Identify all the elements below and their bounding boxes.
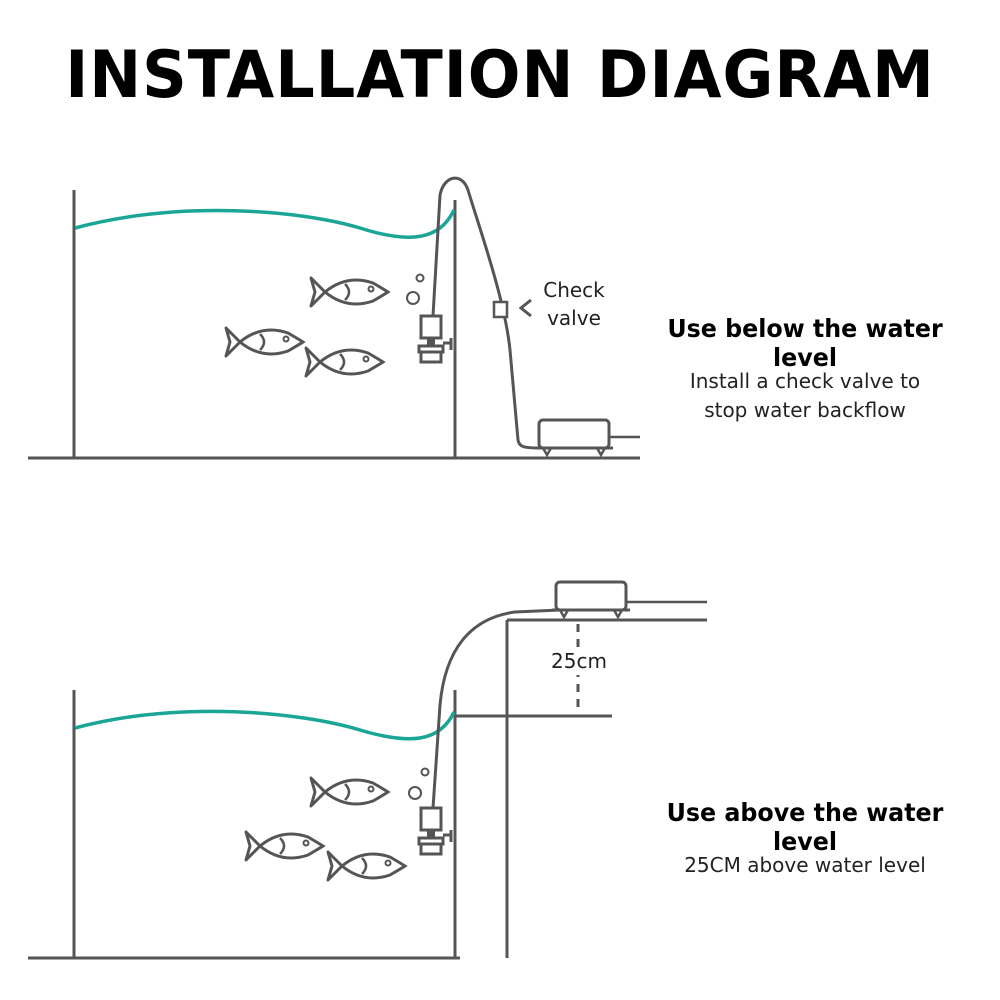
bubble-icon <box>415 273 425 283</box>
fish-icon <box>304 346 385 378</box>
fish-icon <box>326 850 407 882</box>
bottom-panel-drawing <box>28 580 707 960</box>
below-water-caption: Install a check valve to stop water back… <box>689 369 921 422</box>
fish-icon <box>309 776 390 808</box>
pump-icon <box>417 314 453 364</box>
above-water-heading: Use above the water level <box>666 798 944 856</box>
pump-icon <box>417 806 453 856</box>
below-water-heading: Use below the water level <box>667 314 943 372</box>
above-water-caption: 25CM above water level <box>684 853 926 877</box>
water-hose <box>431 608 561 809</box>
page-title: INSTALLATION DIAGRAM <box>65 36 935 113</box>
top-panel-drawing <box>28 176 640 460</box>
water-hose <box>431 176 541 450</box>
bubble-icon <box>408 786 422 800</box>
fish-icon <box>244 830 325 862</box>
feeder-device-icon <box>533 418 615 457</box>
height-label: 25cm <box>540 647 618 675</box>
water-surface <box>74 208 456 239</box>
water-surface <box>74 709 456 741</box>
check-valve-label: Check valve <box>543 278 605 330</box>
pointer-arrow-icon <box>518 298 532 318</box>
fish-icon <box>224 326 305 358</box>
bubble-icon <box>420 767 430 777</box>
fish-icon <box>309 276 390 308</box>
check-valve-icon <box>492 300 509 319</box>
feeder-device-icon <box>550 580 632 619</box>
bubble-icon <box>406 291 420 305</box>
